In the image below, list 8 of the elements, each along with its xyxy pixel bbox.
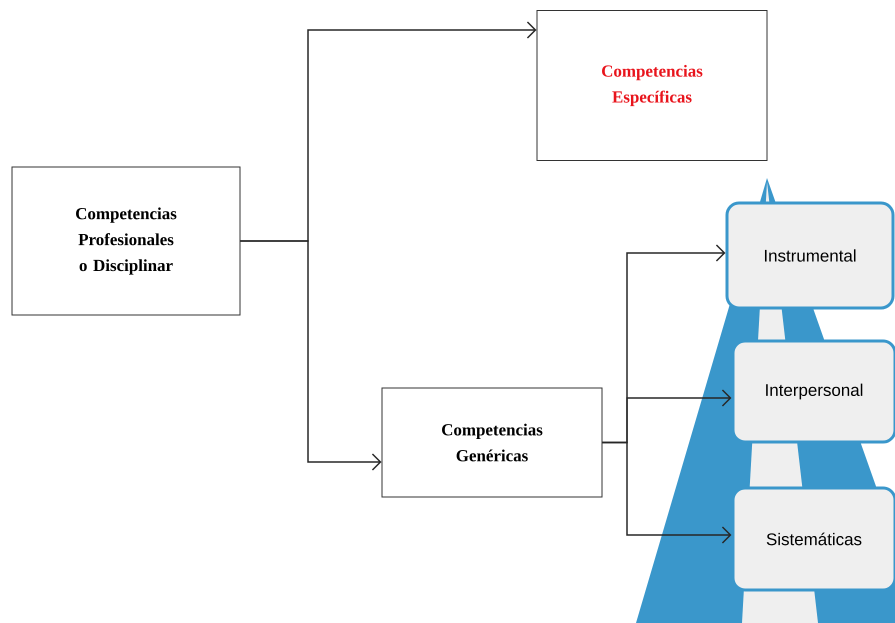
rounded-box: Interpersonal	[732, 340, 895, 444]
arrow	[602, 442, 732, 544]
process-box: Competencias Específicas	[536, 10, 768, 161]
rounded-box: Sistemáticas	[732, 486, 895, 592]
rounded-box: Instrumental	[726, 202, 894, 310]
arrow	[240, 240, 382, 471]
process-box: Competencias Profesionales o Disciplinar	[12, 166, 240, 316]
process-box: Competencias Genéricas	[382, 388, 602, 498]
